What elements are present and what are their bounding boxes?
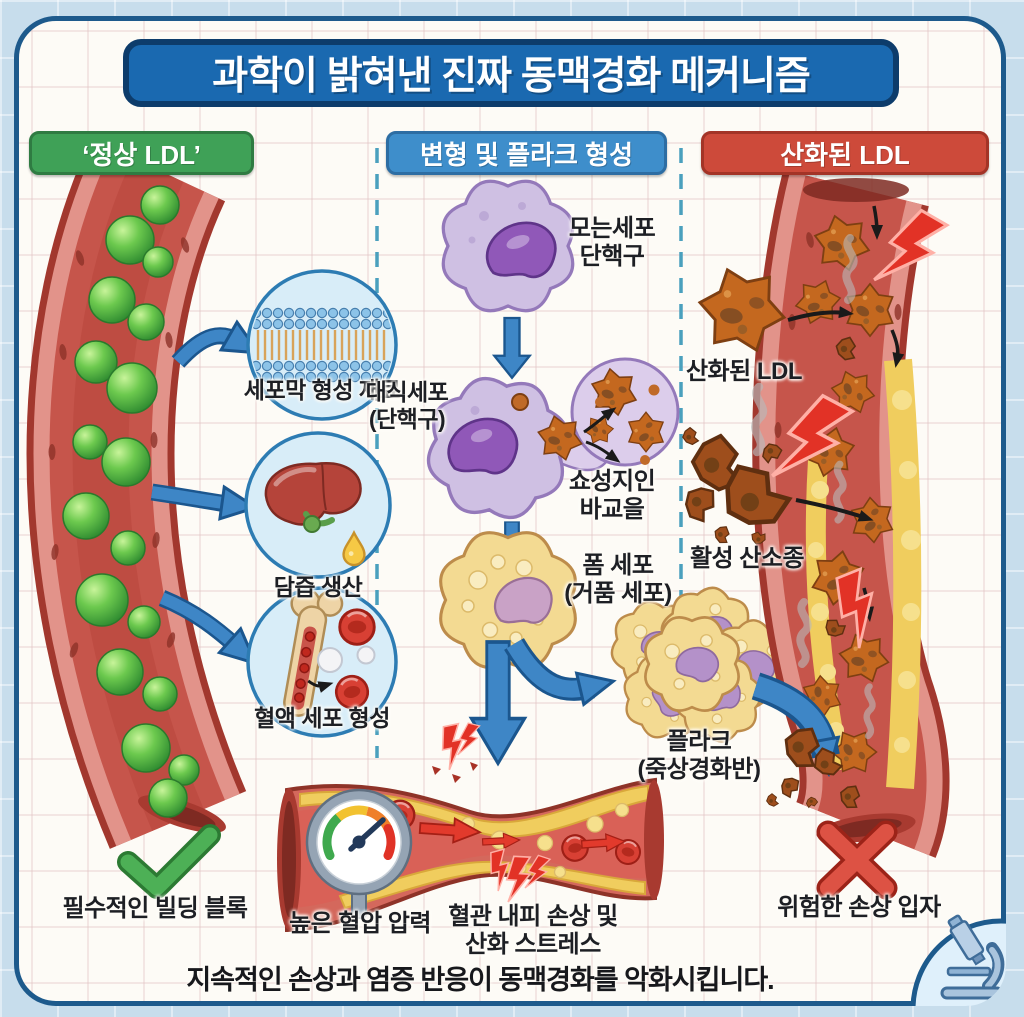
label-vesicle: 쇼성지인 바교을	[568, 468, 656, 524]
header-oxidized-ldl: 산화된 LDL	[701, 131, 989, 175]
endothelium-cells	[48, 237, 190, 658]
label-building-blocks: 필수적인 빌딩 블록	[62, 895, 248, 922]
liver-icon	[244, 431, 392, 579]
label-plaque: 플라크 (죽상경화반)	[637, 728, 761, 784]
bone-marrow-icon	[246, 586, 398, 738]
normal-artery	[26, 138, 247, 849]
macrophage-cell	[420, 357, 680, 526]
label-oxidized-ldl: 산화된 LDL	[685, 358, 803, 385]
x-icon	[816, 820, 898, 900]
label-dangerous-particles: 위험한 손상 입자	[777, 894, 941, 921]
ros-fragments	[678, 387, 874, 547]
label-bile: 담즙 생산	[273, 574, 363, 600]
page-title: 과학이 밝혀낸 진짜 동맥경화 메커니즘	[123, 39, 899, 107]
plaque-lining-right	[884, 358, 922, 789]
label-macrophage: 대식세포 (단핵구)	[365, 379, 449, 433]
monocyte-cell	[441, 179, 575, 313]
foam-cell	[439, 531, 577, 669]
normal-ldl-particles	[62, 185, 200, 818]
oxidized-ldl-particle	[693, 266, 854, 354]
footer-text: 지속적인 손상과 염증 반응이 동맥경화를 악화시킵니다.	[186, 965, 774, 995]
microscope-icon	[910, 914, 1006, 1006]
down-arrow-1	[493, 316, 531, 379]
cell-membrane-icon	[246, 269, 398, 421]
damage-debris	[432, 762, 478, 783]
label-endothelial-damage: 혈관 내피 손상 및 산화 스트레스	[448, 903, 618, 959]
header-plaque-formation: 변형 및 플라크 형성	[386, 131, 667, 175]
damaged-artery	[752, 169, 950, 858]
benefit-arrows	[150, 319, 262, 666]
label-blood-cells: 혈액 세포 형성	[254, 705, 390, 731]
header-normal-ldl: ‘정상 LDL’	[29, 131, 254, 175]
label-foam-cell: 폼 세포 (거품 세포)	[564, 552, 672, 608]
label-membrane: 세포막 형성 재료	[243, 377, 401, 403]
label-blood-pressure: 높은 혈압 압력	[289, 910, 431, 937]
label-ros: 활성 산소종	[689, 545, 805, 572]
pressure-gauge-icon	[305, 788, 413, 919]
label-monocyte: 모는세포 단핵구	[568, 215, 656, 271]
check-icon	[117, 824, 221, 899]
plaque-bottom	[338, 860, 646, 910]
